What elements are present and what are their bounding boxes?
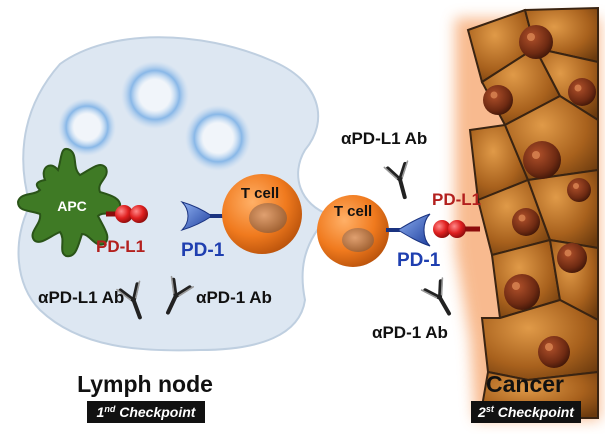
antibody-icon bbox=[382, 159, 419, 203]
tcell-label-cancer: T cell bbox=[334, 203, 372, 220]
pd1-label-cancer: PD-1 bbox=[397, 250, 441, 271]
anti-pdl1-label-cancer: αPD-L1 Ab bbox=[341, 129, 427, 148]
pd1-receptor bbox=[180, 200, 213, 232]
antibody-icon bbox=[419, 276, 462, 322]
tcell-nucleus bbox=[342, 228, 374, 252]
lymph-cell bbox=[121, 61, 189, 129]
cancer-nuclei bbox=[483, 25, 596, 368]
checkpoint-box-2 bbox=[471, 401, 581, 423]
pdl1-label-lymph: PD-L1 bbox=[96, 237, 145, 256]
checkpoint-box-1 bbox=[87, 401, 205, 423]
anti-pd1-label-lymph: αPD-1 Ab bbox=[196, 288, 272, 307]
pdl1-molecule bbox=[433, 220, 451, 238]
pd1-receptor bbox=[397, 213, 431, 247]
lymph-cell bbox=[185, 105, 251, 171]
lymph-cell bbox=[58, 98, 116, 156]
pdl1-molecule bbox=[448, 220, 466, 238]
apc-label: APC bbox=[57, 198, 87, 214]
tcell-nucleus bbox=[249, 203, 287, 233]
pdl1-molecule bbox=[130, 205, 148, 223]
pdl1-label-cancer: PD-L1 bbox=[432, 190, 481, 209]
pdl1-molecule bbox=[115, 205, 133, 223]
anti-pdl1-label-lymph: αPD-L1 Ab bbox=[38, 288, 124, 307]
checkpoint-label-1: 1nd Checkpoint bbox=[97, 404, 197, 420]
cancer-title: Cancer bbox=[486, 371, 564, 397]
tcell-label-lymph: T cell bbox=[241, 185, 279, 202]
lymph-node-title: Lymph node bbox=[77, 371, 213, 397]
anti-pd1-label-cancer: αPD-1 Ab bbox=[372, 323, 448, 342]
apc-cell bbox=[16, 147, 122, 258]
checkpoint-label-2: 2st Checkpoint bbox=[477, 404, 575, 420]
pd1-label-lymph: PD-1 bbox=[181, 240, 225, 261]
